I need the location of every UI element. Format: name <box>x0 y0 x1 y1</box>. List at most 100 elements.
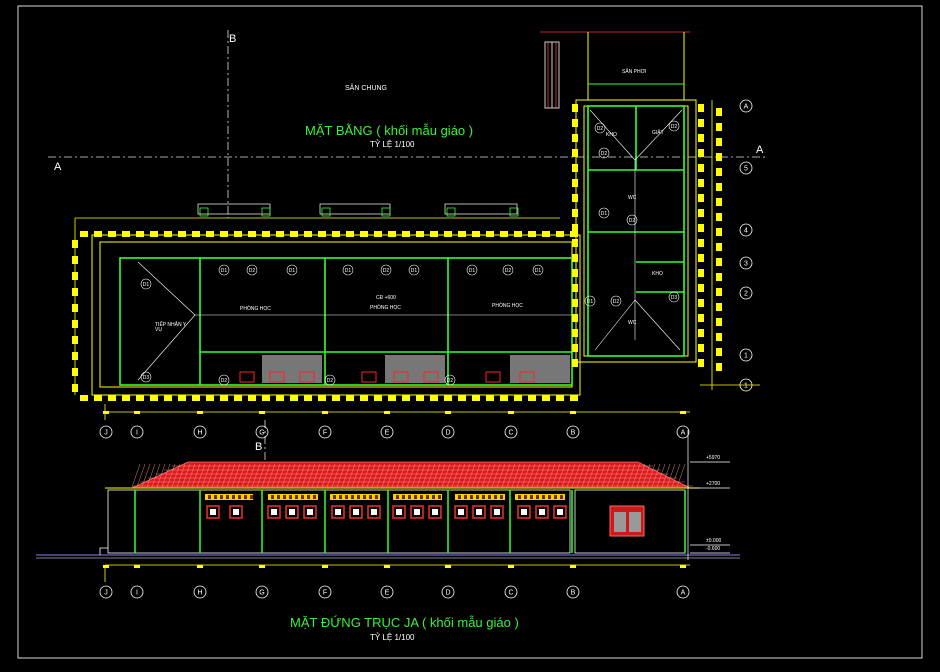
clerestory-vent <box>220 495 223 499</box>
door-tag-label: D1 <box>289 268 296 274</box>
roof-tile-line <box>441 463 451 488</box>
roof-tile-line <box>151 463 161 488</box>
roof-tile-line <box>221 463 231 488</box>
floor-level-mark: CĐ +600 <box>376 295 396 301</box>
door-tag-label: D1 <box>411 268 418 274</box>
clerestory-vent <box>289 495 292 499</box>
roof-tile-line <box>396 463 406 488</box>
roof-tile-line <box>286 463 296 488</box>
column-mark <box>572 299 578 307</box>
dimension-tick <box>259 565 265 568</box>
dimension-tick <box>134 565 140 568</box>
roof-tile-line <box>476 463 486 488</box>
column-mark <box>572 314 578 322</box>
column-mark <box>72 384 78 392</box>
axis-bubble-label: 1 <box>744 383 748 390</box>
column-mark <box>698 314 704 322</box>
roof-tile-line <box>296 463 306 488</box>
storage-label-1: KHO <box>606 132 617 138</box>
axis-bubble <box>676 425 690 439</box>
clerestory-vent <box>301 495 304 499</box>
roof-tile-line <box>431 463 441 488</box>
roof-tile-line <box>186 463 196 488</box>
axis-bubble <box>380 425 394 439</box>
column-mark <box>290 231 298 237</box>
column-mark <box>698 209 704 217</box>
plan-title: MẶT BẰNG ( khối mẫu giáo ) <box>305 123 474 138</box>
elevation-window-glass <box>271 509 277 515</box>
roof-tile-line <box>641 463 651 488</box>
column-mark <box>572 119 578 127</box>
grid-axis-a-right[interactable]: A <box>756 144 764 156</box>
roof-tile-line <box>656 463 666 488</box>
door-tag-label: D2 <box>629 218 636 224</box>
elevation-window <box>517 505 531 519</box>
dimension-tick <box>508 565 514 568</box>
column-mark <box>572 284 578 292</box>
elevation-window <box>428 505 442 519</box>
roof-tile-line <box>311 463 321 488</box>
roof-tile-line <box>256 463 266 488</box>
grid-axis-a-left[interactable]: A <box>54 161 62 173</box>
clerestory-vent <box>476 495 479 499</box>
clerestory-vent <box>283 495 286 499</box>
column-mark <box>430 395 438 401</box>
column-mark <box>72 304 78 312</box>
roof-tile-line <box>346 463 356 488</box>
column-mark <box>150 231 158 237</box>
elevation-window-glass <box>414 509 420 515</box>
roof-tile-line <box>181 463 191 488</box>
dimension-tick <box>197 565 203 568</box>
clerestory-vent <box>345 495 348 499</box>
elevation-window-glass <box>476 509 482 515</box>
column-mark <box>416 231 424 237</box>
door-tag <box>408 264 420 276</box>
clerestory-vent <box>548 495 551 499</box>
door-tag <box>466 264 478 276</box>
grid-axis-b-top[interactable]: B <box>229 33 237 45</box>
storage-label-2: KHO <box>652 271 663 277</box>
column-mark <box>572 359 578 367</box>
elevation-window <box>392 505 406 519</box>
axis-bubble-label: A <box>744 104 749 111</box>
column-mark <box>716 363 722 371</box>
roof-tile-line <box>566 463 576 488</box>
axis-bubble-label: 3 <box>744 261 748 268</box>
roof-tile-line <box>631 463 641 488</box>
clerestory-vent <box>226 495 229 499</box>
roof-tile-line <box>276 463 286 488</box>
roof-tile-line <box>591 463 601 488</box>
column-mark <box>72 336 78 344</box>
column-mark <box>248 395 256 401</box>
column-mark <box>276 395 284 401</box>
axis-bubble-label: E <box>385 430 390 437</box>
door-tag <box>444 374 456 386</box>
elevation-window <box>490 505 504 519</box>
level-mark-ground: -0.600 <box>706 546 721 552</box>
roof-tile-line <box>391 463 401 488</box>
door-tag-label: D1 <box>535 268 542 274</box>
roof-tile-line <box>501 463 511 488</box>
roof-tile-line <box>546 463 556 488</box>
elevation-window <box>535 505 549 519</box>
door-tag <box>598 147 610 159</box>
door-tag <box>668 120 680 132</box>
clerestory-vent <box>238 495 241 499</box>
grid-axis-b-bottom[interactable]: B <box>255 441 263 453</box>
elevation-window-glass <box>335 509 341 515</box>
elevation-window <box>229 505 243 519</box>
axis-bubble-label: E <box>385 590 390 597</box>
wc-blocks <box>239 355 570 383</box>
clerestory-band <box>515 494 565 500</box>
column-mark <box>572 164 578 172</box>
column-mark <box>698 269 704 277</box>
roof-tile-line <box>596 463 606 488</box>
column-mark <box>94 395 102 401</box>
roof-tile-line <box>661 463 671 488</box>
sheet-frame <box>17 5 923 659</box>
column-mark <box>716 213 722 221</box>
column-mark <box>164 395 172 401</box>
column-mark <box>716 138 722 146</box>
roof-tile-line <box>251 463 261 488</box>
